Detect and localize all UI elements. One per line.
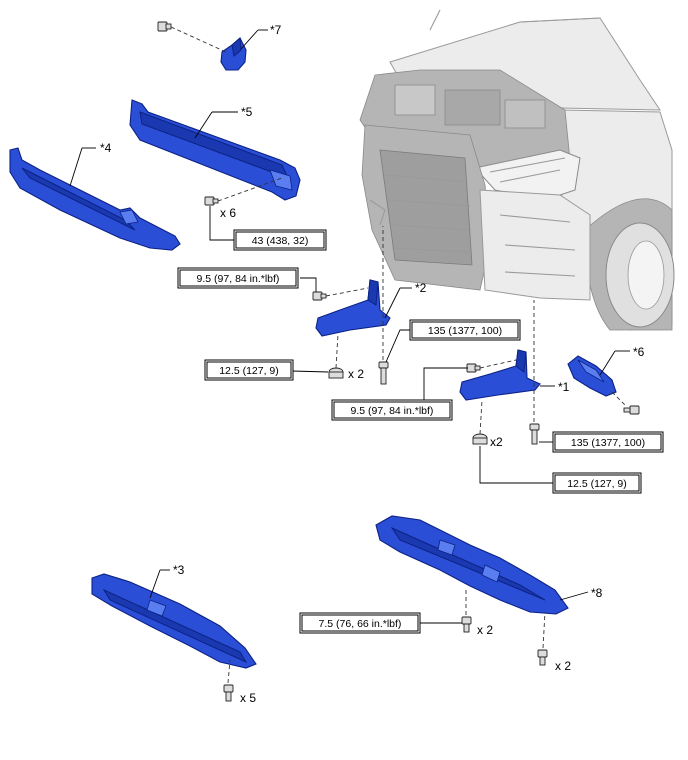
leader-line [559, 591, 589, 601]
qty-x2-left: x 2 [348, 367, 364, 381]
torque-135-right-label: 135 (1377, 100) [571, 437, 645, 449]
leader-line [300, 277, 317, 292]
torque-135-left-label: 135 (1377, 100) [428, 325, 502, 337]
leader-line [69, 147, 83, 187]
part-7-bracket [220, 36, 247, 71]
callout-4: *4 [100, 141, 112, 155]
bolt-icon [537, 649, 548, 666]
torque-7-5-label: 7.5 (76, 66 in.*lbf) [319, 618, 402, 630]
torque-12-5-left-label: 12.5 (127, 9) [219, 365, 279, 377]
bolt-icon [623, 405, 640, 415]
dash-line [611, 391, 627, 407]
torque-box-9-5-right: 9.5 (97, 84 in.*lbf) [331, 399, 453, 421]
torque-12-5-right-label: 12.5 (127, 9) [567, 478, 627, 490]
dash-line [217, 177, 283, 202]
callout-5: *5 [241, 105, 253, 119]
leader-line [479, 446, 553, 484]
part-6-bracket [567, 355, 617, 397]
dash-line [325, 287, 369, 297]
bolt-icon [204, 196, 219, 206]
dash-line [479, 399, 483, 435]
part-5-reinforcement [129, 99, 301, 201]
dash-line [335, 333, 339, 369]
callout-1: *1 [558, 380, 570, 394]
part-1-bracket [459, 349, 541, 401]
leader-line [384, 287, 401, 319]
nut-icon [328, 367, 344, 379]
qty-x2-cover-b: x 2 [555, 659, 571, 673]
torque-box-12-5-left: 12.5 (127, 9) [204, 359, 294, 381]
dash-line [227, 659, 231, 684]
dash-line [170, 26, 227, 53]
leader-line [240, 29, 259, 50]
leader-line [194, 111, 213, 139]
qty-x5: x 5 [240, 691, 256, 705]
part-4-absorber [9, 147, 181, 251]
part-2-bracket [315, 279, 391, 337]
torque-box-135-left: 135 (1377, 100) [409, 319, 521, 341]
bolt-icon [529, 423, 540, 445]
vehicle-front [359, 9, 675, 331]
callout-7: *7 [270, 23, 282, 37]
torque-box-12-5-right: 12.5 (127, 9) [552, 472, 642, 494]
dash-line [542, 611, 546, 649]
torque-9-5-right-label: 9.5 (97, 84 in.*lbf) [351, 405, 434, 417]
callout-6: *6 [633, 345, 645, 359]
nut-icon [472, 433, 488, 445]
qty-x6: x 6 [220, 206, 236, 220]
leader-line [385, 329, 410, 363]
leader-line [291, 370, 329, 373]
qty-x2-right: x2 [490, 435, 503, 449]
torque-box-43: 43 (438, 32) [233, 229, 327, 251]
torque-box-7-5: 7.5 (76, 66 in.*lbf) [299, 612, 421, 634]
callout-2: *2 [415, 281, 427, 295]
bolt-icon [461, 616, 472, 633]
callout-8: *8 [591, 586, 603, 600]
bolt-icon [312, 291, 327, 301]
leader-line [423, 367, 468, 400]
leader-line [149, 569, 161, 599]
dash-line [479, 359, 517, 369]
callout-3: *3 [173, 563, 185, 577]
bolt-icon [466, 363, 481, 373]
bolt-icon [223, 684, 234, 702]
torque-box-135-right: 135 (1377, 100) [552, 431, 664, 453]
torque-9-5-left-label: 9.5 (97, 84 in.*lbf) [197, 273, 280, 285]
qty-x2-cover-a: x 2 [477, 623, 493, 637]
bolt-icon [157, 21, 172, 32]
leader-line [209, 206, 234, 241]
part-3-under-cover [91, 573, 257, 669]
leader-line [599, 350, 616, 376]
torque-box-9-5-left: 9.5 (97, 84 in.*lbf) [177, 267, 299, 289]
bolt-icon [378, 361, 389, 385]
torque-43-label: 43 (438, 32) [252, 235, 309, 247]
part-8-under-cover [375, 515, 569, 615]
